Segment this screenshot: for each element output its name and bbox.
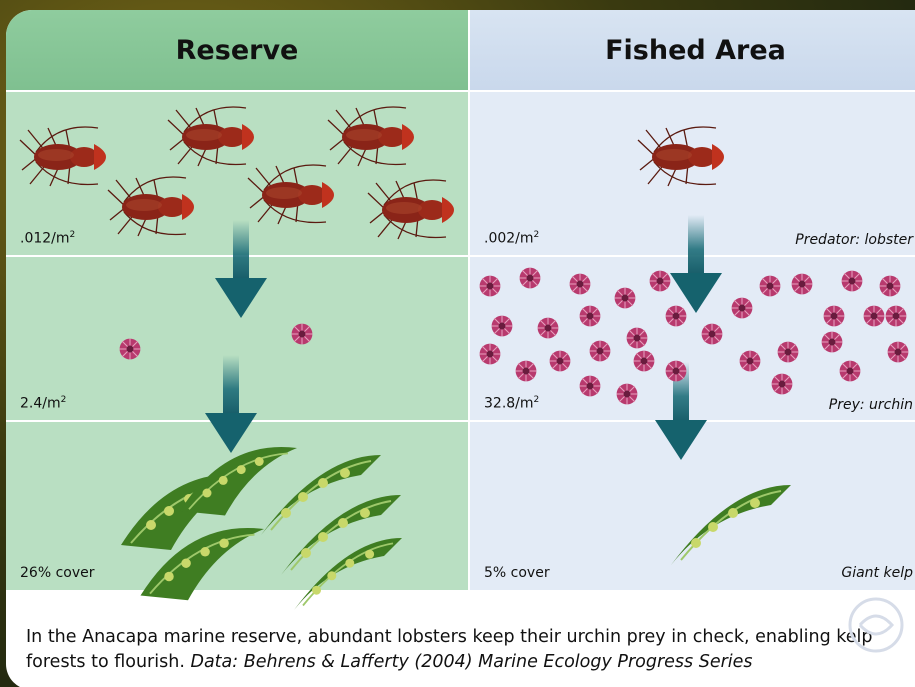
urchin-icon — [120, 339, 141, 360]
reserve-urchin-density: 2.4/m2 — [20, 395, 66, 412]
urchin-icon — [292, 324, 313, 345]
urchin-icon — [760, 276, 781, 297]
caption: In the Anacapa marine reserve, abundant … — [26, 625, 906, 675]
urchin-icon — [550, 351, 571, 372]
urchin-icon — [740, 351, 761, 372]
kelp-label: Giant kelp — [841, 565, 913, 581]
urchin-icon — [580, 376, 601, 397]
urchin-icon — [822, 332, 843, 353]
urchin-icon — [864, 306, 885, 327]
urchin-icon — [792, 274, 813, 295]
fished-lobster-density: .002/m2 — [484, 230, 539, 247]
urchin-icon — [732, 298, 753, 319]
urchin-icon — [590, 341, 611, 362]
urchin-icon — [842, 271, 863, 292]
figure-card: Reserve Fished Area — [6, 10, 915, 687]
urchin-icon — [888, 342, 909, 363]
urchin-icon — [886, 306, 907, 327]
caption-source: Data: Behrens & Lafferty (2004) Marine E… — [190, 652, 752, 672]
urchin-icon — [666, 306, 687, 327]
fished-urchin-density: 32.8/m2 — [484, 395, 539, 412]
urchin-icon — [617, 384, 638, 405]
urchin-icon — [516, 361, 537, 382]
kelp-icon — [651, 465, 801, 595]
fished-kelp-cover: 5% cover — [484, 565, 550, 581]
reserve-lobster-density: .012/m2 — [20, 230, 75, 247]
urchin-icon — [580, 306, 601, 327]
watermark-logo — [846, 595, 906, 655]
urchin-icon — [615, 288, 636, 309]
urchin-icon — [480, 344, 501, 365]
urchin-icon — [880, 276, 901, 297]
predator-label: Predator: lobster — [795, 232, 913, 248]
urchin-icon — [772, 374, 793, 395]
urchin-icon — [634, 351, 655, 372]
urchin-icon — [480, 276, 501, 297]
urchin-icon — [520, 268, 541, 289]
urchin-icon — [538, 318, 559, 339]
urchin-icon — [824, 306, 845, 327]
reserve-kelp-cover: 26% cover — [20, 565, 94, 581]
prey-label: Prey: urchin — [829, 397, 913, 413]
urchin-icon — [840, 361, 861, 382]
urchin-icon — [570, 274, 591, 295]
urchin-icon — [627, 328, 648, 349]
urchin-icon — [778, 342, 799, 363]
urchin-icon — [492, 316, 513, 337]
urchin-icon — [650, 271, 671, 292]
urchin-icon — [702, 324, 723, 345]
urchin-icon — [666, 361, 687, 382]
kelp-icon — [111, 435, 401, 595]
